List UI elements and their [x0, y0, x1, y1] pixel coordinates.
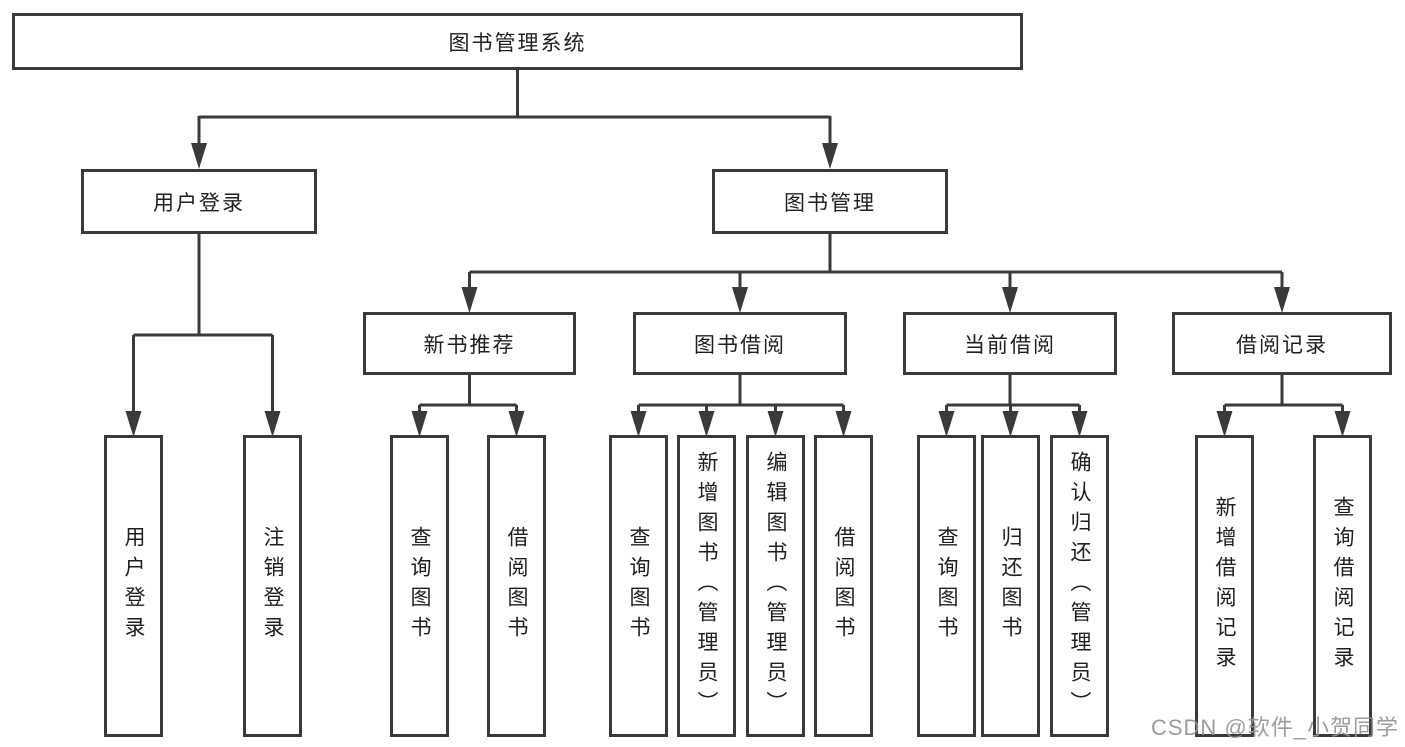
leaf-borrow-books: 借阅图书 [814, 435, 873, 737]
node-label: 确认归还（管理员） [1068, 451, 1091, 721]
node-label: 用户登录 [153, 191, 245, 215]
node-user-login-branch: 用户登录 [81, 169, 317, 234]
arrowhead-icon [822, 143, 838, 169]
node-label: 查询图书 [935, 526, 958, 646]
node-label: 新增图书（管理员） [695, 451, 718, 721]
node-label: 查询图书 [627, 526, 650, 646]
node-label: 新增借阅记录 [1213, 496, 1236, 676]
leaf-borrow-books-recommend: 借阅图书 [487, 435, 546, 737]
connector-recommend-to-leaves [418, 375, 518, 420]
arrowhead-icon [938, 411, 955, 437]
connector-records-to-leaves [1223, 375, 1344, 420]
arrowhead-icon [1216, 411, 1233, 437]
arrowhead-icon [630, 411, 647, 437]
connector-borrow-to-leaves [637, 375, 845, 420]
leaf-return-books: 归还图书 [981, 435, 1040, 737]
arrowhead-icon [1071, 411, 1088, 437]
node-label: 新书推荐 [423, 333, 516, 357]
leaf-add-borrow-record: 新增借阅记录 [1195, 435, 1254, 737]
arrowhead-icon [1002, 287, 1018, 313]
leaf-confirm-return-admin: 确认归还（管理员） [1050, 435, 1109, 737]
node-label: 图书借阅 [694, 333, 786, 357]
node-label: 借阅记录 [1236, 333, 1328, 357]
connector-userlogin-to-leaves [132, 234, 274, 420]
node-label: 借阅图书 [505, 526, 528, 646]
arrowhead-icon [698, 411, 715, 437]
leaf-user-login: 用户登录 [104, 435, 163, 737]
node-new-book-recommend: 新书推荐 [363, 312, 576, 375]
leaf-edit-books-admin: 编辑图书（管理员） [746, 435, 805, 737]
node-label: 查询图书 [408, 526, 431, 646]
leaf-add-books-admin: 新增图书（管理员） [677, 435, 736, 737]
arrowhead-icon [508, 411, 525, 437]
arrowhead-icon [732, 287, 748, 313]
arrowhead-icon [767, 411, 784, 437]
node-label: 编辑图书（管理员） [764, 451, 787, 721]
node-root-system: 图书管理系统 [12, 13, 1023, 70]
node-book-management: 图书管理 [712, 169, 948, 234]
node-label: 用户登录 [122, 526, 145, 646]
connector-bookmgmt-to-level3 [468, 234, 1284, 295]
csdn-watermark: CSDN @软件_小贺同学 [1150, 715, 1399, 740]
node-label: 注销登录 [261, 526, 284, 646]
arrowhead-icons [125, 143, 1351, 437]
node-label: 查询借阅记录 [1331, 496, 1354, 676]
arrowhead-icon [125, 411, 142, 437]
arrowhead-icon [835, 411, 852, 437]
arrowhead-icon [1002, 411, 1019, 437]
node-label: 图书管理系统 [448, 31, 587, 55]
node-label: 图书管理 [784, 191, 876, 215]
arrowhead-icon [411, 411, 428, 437]
arrowhead-icon [264, 411, 281, 437]
leaf-query-books-borrow: 查询图书 [609, 435, 668, 737]
node-label: 归还图书 [999, 526, 1022, 646]
node-label: 当前借阅 [964, 333, 1056, 357]
leaf-query-borrow-record: 查询借阅记录 [1313, 435, 1372, 737]
leaf-query-books-current: 查询图书 [917, 435, 976, 737]
node-label: 借阅图书 [832, 526, 855, 646]
connector-root-to-level2 [197, 69, 832, 150]
leaf-query-books-recommend: 查询图书 [390, 435, 449, 737]
arrowhead-icon [461, 287, 478, 313]
arrowhead-icon [1274, 287, 1290, 313]
node-borrow-records: 借阅记录 [1172, 312, 1392, 375]
node-current-borrow: 当前借阅 [903, 312, 1117, 375]
arrowhead-icon [191, 143, 207, 169]
leaf-logout: 注销登录 [243, 435, 302, 737]
node-book-borrow: 图书借阅 [633, 312, 847, 375]
arrowhead-icon [1334, 411, 1351, 437]
